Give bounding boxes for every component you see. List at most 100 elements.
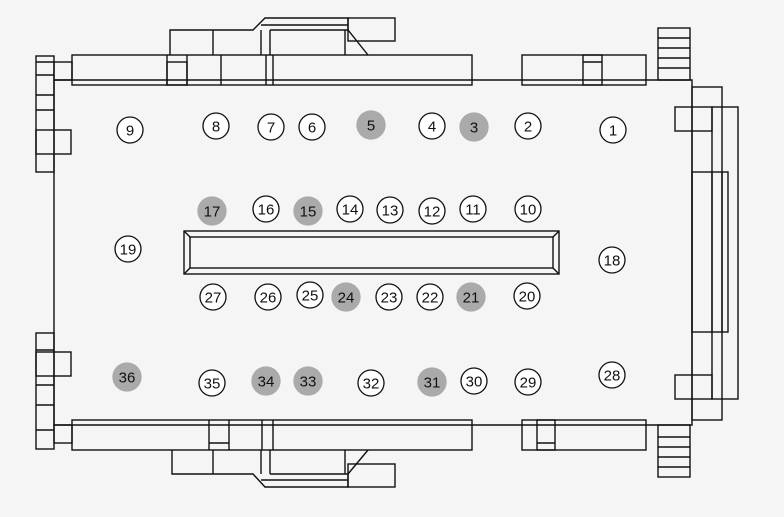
pin-17: 17 [197, 196, 227, 226]
pin-empty-circle [514, 112, 542, 140]
pin-empty-circle [252, 195, 280, 223]
pin-filled-circle [293, 366, 323, 396]
pin-label: 35 [204, 376, 221, 393]
pin-label: 26 [260, 290, 277, 307]
pin-label: 7 [267, 120, 275, 137]
pin-10: 10 [514, 195, 542, 223]
pin-label: 29 [520, 375, 537, 392]
pin-empty-circle [336, 195, 364, 223]
pin-7: 7 [257, 113, 285, 141]
pin-label: 2 [524, 119, 532, 136]
pin-19: 19 [114, 235, 142, 263]
pin-5: 5 [356, 110, 386, 140]
pin-label: 6 [308, 120, 316, 137]
pin-empty-circle [198, 369, 226, 397]
pin-empty-circle [514, 195, 542, 223]
pin-empty-circle [599, 116, 627, 144]
pin-label: 33 [300, 374, 317, 391]
pin-filled-circle [459, 112, 489, 142]
pin-26: 26 [254, 283, 282, 311]
pin-filled-circle [417, 367, 447, 397]
pin-33: 33 [293, 366, 323, 396]
pin-label: 19 [120, 242, 137, 259]
pin-empty-circle [116, 116, 144, 144]
pin-label: 23 [381, 290, 398, 307]
pin-empty-circle [418, 112, 446, 140]
pin-label: 21 [463, 290, 480, 307]
pin-label: 31 [424, 375, 441, 392]
pin-28: 28 [598, 361, 626, 389]
pin-filled-circle [331, 282, 361, 312]
pin-32: 32 [357, 369, 385, 397]
pin-label: 8 [212, 119, 220, 136]
pin-empty-circle [202, 112, 230, 140]
pin-22: 22 [416, 283, 444, 311]
pin-label: 20 [519, 289, 536, 306]
pin-filled-circle [197, 196, 227, 226]
pin-label: 18 [604, 253, 621, 270]
pin-filled-circle [356, 110, 386, 140]
pin-label: 22 [422, 290, 439, 307]
top-latch [169, 17, 396, 56]
pin-31: 31 [417, 367, 447, 397]
pin-empty-circle [598, 361, 626, 389]
pin-13: 13 [376, 196, 404, 224]
bottom-latch [171, 449, 396, 488]
pin-empty-circle [257, 113, 285, 141]
pin-14: 14 [336, 195, 364, 223]
pin-empty-circle [376, 196, 404, 224]
pin-label: 4 [428, 119, 436, 136]
pin-30: 30 [460, 367, 488, 395]
pin-filled-circle [456, 282, 486, 312]
pin-label: 11 [465, 202, 481, 219]
pin-empty-circle [199, 283, 227, 311]
pin-4: 4 [418, 112, 446, 140]
pin-empty-circle [418, 197, 446, 225]
pin-35: 35 [198, 369, 226, 397]
pin-empty-circle [296, 281, 324, 309]
pin-29: 29 [514, 368, 542, 396]
pin-label: 16 [258, 202, 275, 219]
pin-2: 2 [514, 112, 542, 140]
pin-11: 11 [459, 195, 487, 223]
pin-empty-circle [459, 195, 487, 223]
pin-23: 23 [375, 283, 403, 311]
pin-layer: 1234567891011121314151617181920212223242… [112, 110, 627, 397]
bottom-rib-right [521, 419, 647, 451]
right-side-lock [657, 27, 739, 478]
pin-label: 1 [609, 123, 617, 140]
connector-housing [35, 17, 739, 488]
pin-label: 15 [300, 204, 317, 221]
pin-label: 9 [126, 123, 134, 140]
pin-label: 36 [119, 370, 136, 387]
pin-12: 12 [418, 197, 446, 225]
pin-filled-circle [112, 362, 142, 392]
left-side-tabs [35, 55, 73, 450]
pin-label: 27 [205, 290, 222, 307]
pin-empty-circle [514, 368, 542, 396]
pin-filled-circle [251, 366, 281, 396]
pin-label: 14 [342, 202, 359, 219]
pin-16: 16 [252, 195, 280, 223]
pin-label: 10 [520, 202, 537, 219]
pin-label: 25 [302, 288, 319, 305]
pin-1: 1 [599, 116, 627, 144]
pin-24: 24 [331, 282, 361, 312]
pin-9: 9 [116, 116, 144, 144]
pin-25: 25 [296, 281, 324, 309]
pin-8: 8 [202, 112, 230, 140]
pin-empty-circle [298, 113, 326, 141]
pin-34: 34 [251, 366, 281, 396]
pin-empty-circle [460, 367, 488, 395]
pin-label: 34 [258, 374, 275, 391]
pin-label: 13 [382, 203, 399, 220]
pin-empty-circle [513, 282, 541, 310]
pin-36: 36 [112, 362, 142, 392]
pin-empty-circle [114, 235, 142, 263]
pin-20: 20 [513, 282, 541, 310]
pin-label: 24 [338, 290, 355, 307]
pin-label: 5 [367, 118, 375, 135]
center-key-slot [183, 230, 560, 275]
pin-15: 15 [293, 196, 323, 226]
pin-label: 32 [363, 376, 380, 393]
